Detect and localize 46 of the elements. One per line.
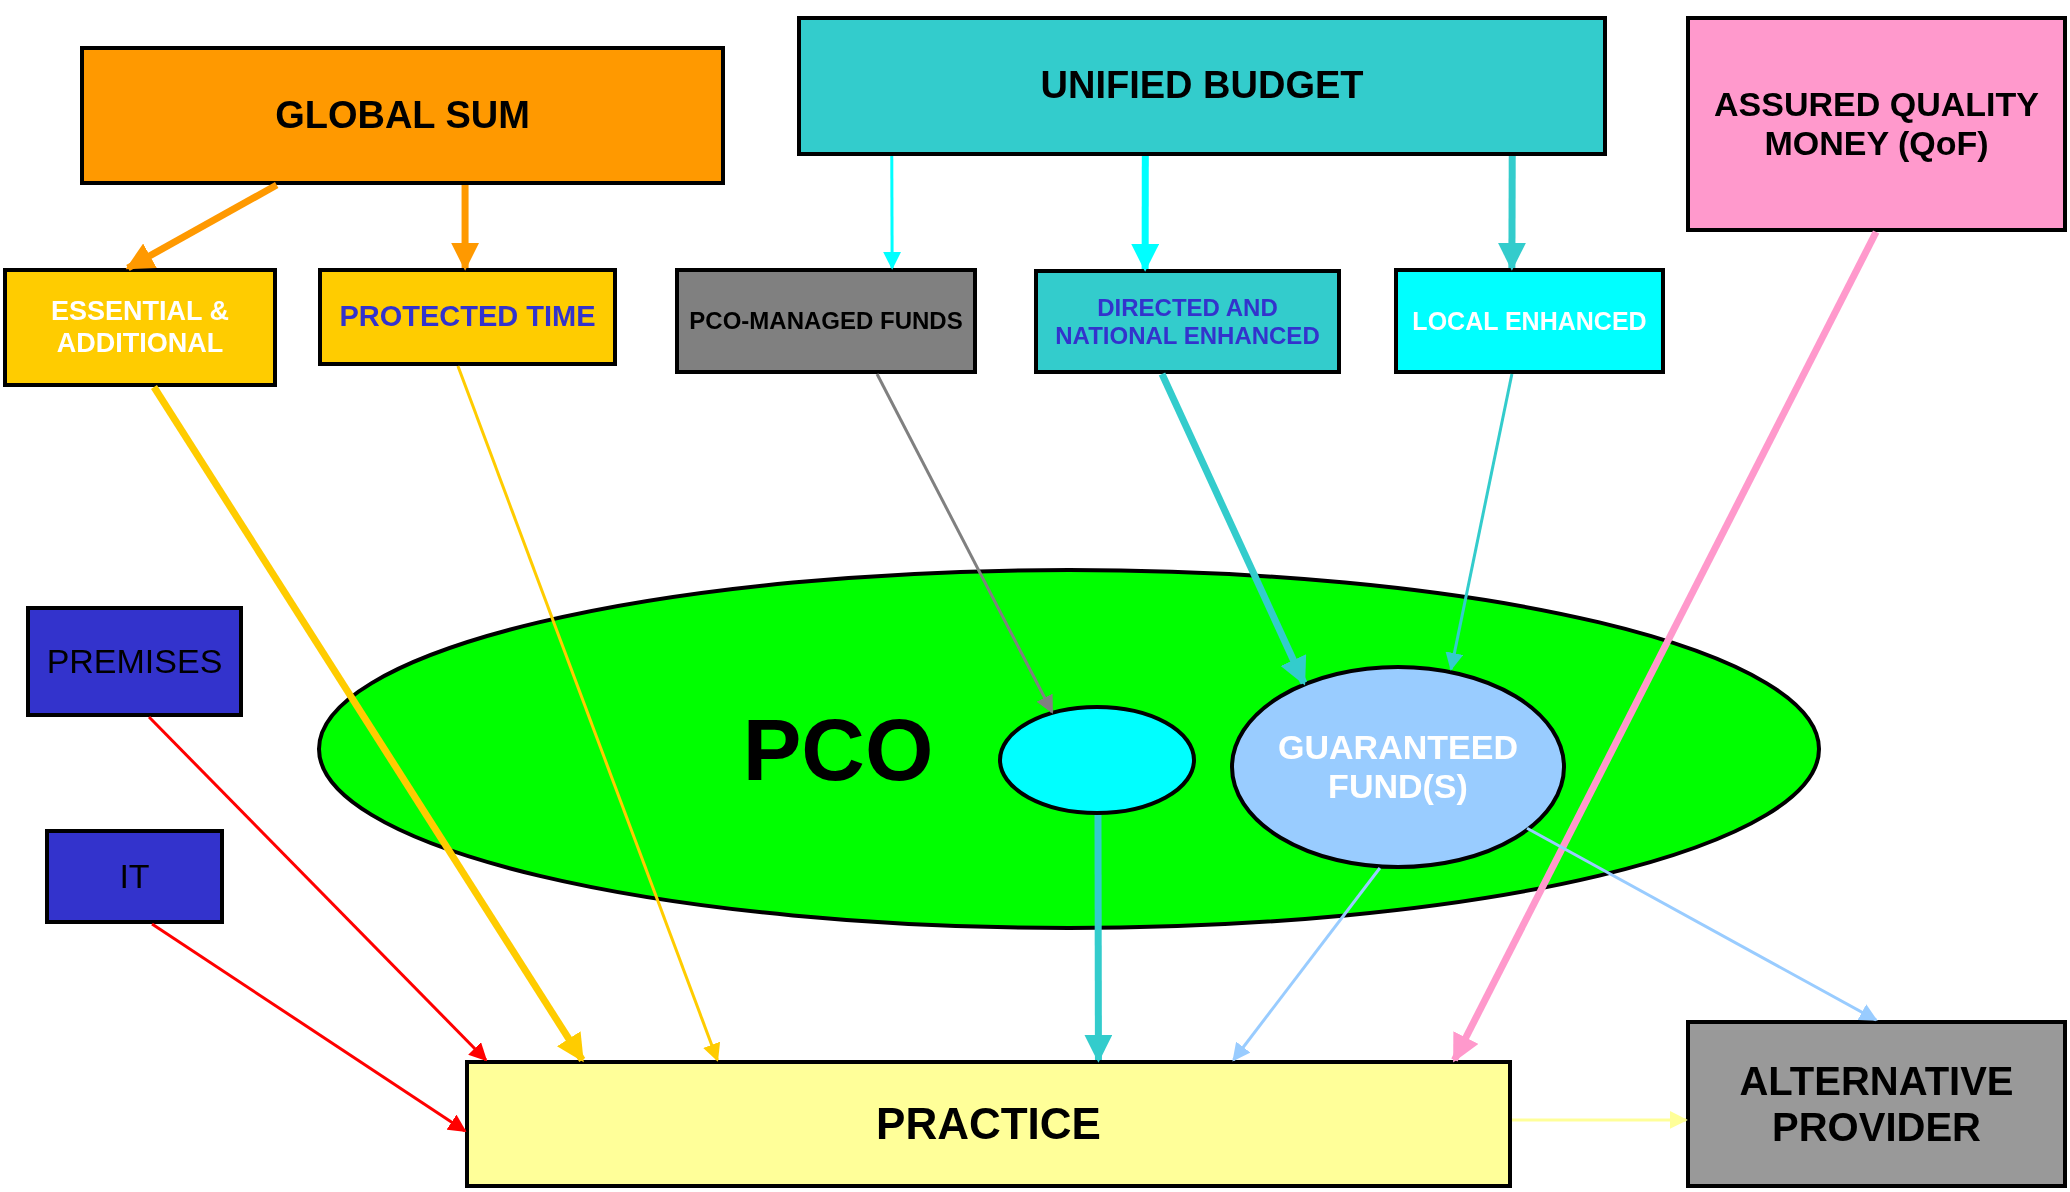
arrow [1084,815,1113,1063]
box-label: PREMISES [45,641,224,682]
arrow [1131,156,1160,272]
box-label: DIRECTED AND NATIONAL ENHANCED [1054,293,1321,350]
resource-box [45,829,224,924]
box-label: LOCAL ENHANCED [1411,306,1648,336]
fund-box [1034,269,1341,374]
budget-box [797,16,1607,156]
arrow [1526,826,1878,1022]
fund-box [1394,268,1665,374]
arrow [451,185,480,271]
box-label: ALTERNATIVE PROVIDER [1738,1058,2015,1150]
arrow [1158,372,1308,686]
arrow [883,156,902,270]
budget-box [1686,16,2067,232]
region-label: PCO [741,699,935,801]
fund-box [318,268,617,366]
box-label: PRACTICE [875,1098,1102,1150]
box-label: IT [118,856,151,897]
pco-ellipse [317,568,1821,930]
fund-ellipse [998,705,1196,815]
arrow [1512,1110,1688,1129]
arrow [125,181,279,272]
fund-box [675,268,977,374]
arrow [456,365,721,1062]
budget-box [80,46,725,185]
box-label: PROTECTED TIME [338,300,597,334]
arrow [151,385,586,1063]
arrow [875,373,1054,714]
arrow [1497,156,1526,271]
fund-ellipse [1230,665,1566,869]
box-label: UNIFIED BUDGET [1039,64,1365,108]
box-label: PCO-MANAGED FUNDS [688,306,964,336]
box-label: GUARANTEED FUND(S) [1277,727,1519,807]
arrow [147,715,488,1062]
practice-box [465,1060,1512,1188]
resource-box [26,606,243,717]
arrow [151,922,467,1133]
box-label: ASSURED QUALITY MONEY (QoF) [1713,84,2040,164]
arrow [1232,867,1382,1062]
box-label: GLOBAL SUM [274,93,531,138]
box-label: ESSENTIAL & ADDITIONAL [50,296,230,359]
arrow [1445,373,1514,671]
provider-box [1686,1020,2067,1188]
fund-box [3,268,277,387]
arrow [1451,230,1880,1063]
